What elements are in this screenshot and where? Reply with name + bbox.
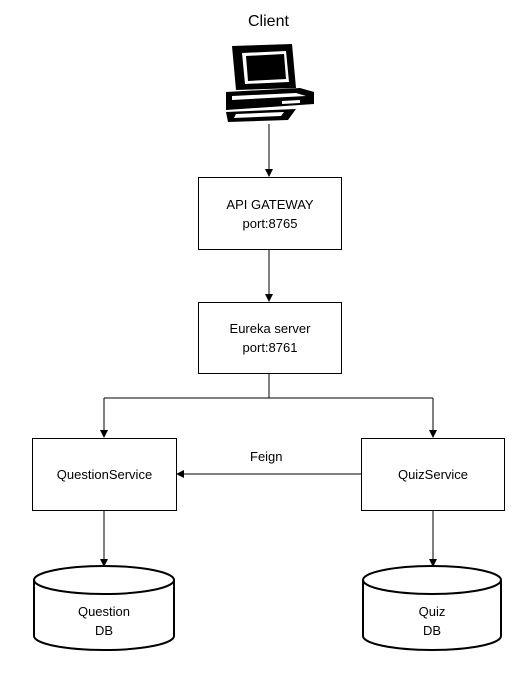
question-db-cylinder <box>33 565 175 651</box>
quiz-db-label: Quiz DB <box>363 602 501 640</box>
quiz-service-node: QuizService <box>361 438 505 511</box>
question-service-node: QuestionService <box>32 438 177 511</box>
quiz-service-label: QuizService <box>397 467 469 482</box>
api-gateway-name: API GATEWAY <box>226 196 314 212</box>
feign-edge-label: Feign <box>250 449 283 464</box>
quiz-db-line1: Quiz <box>418 604 446 619</box>
edges <box>100 124 437 567</box>
api-gateway-port: port:8765 <box>242 215 298 231</box>
api-gateway-node: API GATEWAY port:8765 <box>198 177 342 250</box>
question-db-line2: DB <box>94 623 114 638</box>
question-db-label: Question DB <box>34 602 174 640</box>
computer-terminal-icon <box>226 44 314 122</box>
question-db-line1: Question <box>77 604 131 619</box>
quiz-db-line2: DB <box>422 623 442 638</box>
eureka-server-port: port:8761 <box>242 340 298 355</box>
client-title: Client <box>248 13 289 30</box>
eureka-server-name: Eureka server <box>229 321 311 336</box>
question-service-label: QuestionService <box>56 467 153 482</box>
quiz-db-cylinder <box>362 565 502 651</box>
eureka-server-node: Eureka server port:8761 <box>198 302 342 374</box>
